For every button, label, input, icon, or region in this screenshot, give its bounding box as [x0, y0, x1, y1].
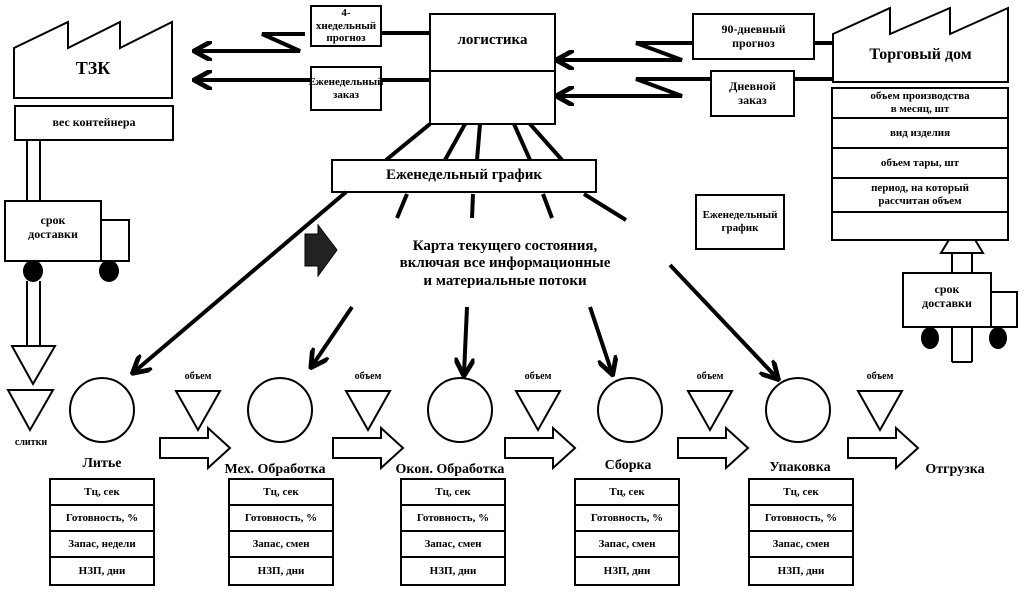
weekly-order-box: Еженедельный заказ [309, 66, 383, 111]
process-metric-row: Готовность, % [576, 506, 678, 532]
process-circle [765, 377, 831, 443]
material-push-arrow [847, 425, 920, 471]
customer-shipment [902, 216, 1018, 363]
process-metric-row: Запас, смен [576, 532, 678, 558]
forecast-4week-flow [196, 31, 430, 51]
process-metric-row: Тц, сек [402, 480, 504, 506]
process-metric-row: НЗП, дни [257, 565, 305, 577]
inventory-label: объем [696, 371, 724, 382]
process-name: Мех. Обработка [224, 462, 326, 477]
supplier-shipment-arrow [10, 345, 57, 387]
schedule-arrow-machining [312, 305, 354, 366]
customer-truck-cab [990, 291, 1018, 328]
weekly-schedule-legend-box: Еженедельный график [695, 194, 785, 250]
customer-truck-wheel [989, 327, 1007, 349]
daily-order-flow [558, 77, 833, 96]
material-push-arrow [677, 425, 750, 471]
process-metric-row: Тц, сек [230, 480, 332, 506]
supplier-name: ТЗК [75, 58, 111, 78]
inventory-triangle [856, 390, 904, 433]
process-metric-row: Готовность, % [750, 506, 852, 532]
customer-truck-wheel [921, 327, 939, 349]
supplier-info-box: вес контейнера [14, 105, 174, 141]
material-push-arrow [332, 425, 405, 471]
process-metric-row: НЗП, дни [78, 565, 126, 577]
material-push-arrow [504, 425, 577, 471]
map-title: Карта текущего состояния, включая все ин… [399, 238, 611, 289]
forecast-90day-flow [558, 41, 833, 60]
inventory-triangle [514, 390, 562, 433]
process-name: Литье [82, 456, 122, 471]
customer-name: Торговый дом [869, 46, 972, 63]
process-metric-row: НЗП, дни [429, 565, 477, 577]
schedule-arrow-finishing [464, 306, 467, 374]
inventory-triangle [344, 390, 392, 433]
push-arrow-icon [304, 223, 338, 278]
schedule-stubs [395, 193, 554, 219]
process-circle [69, 377, 135, 443]
logistics-box [429, 13, 556, 125]
customer-truck-label: срок доставки [922, 282, 972, 310]
process-metric-row: Запас, недели [51, 532, 153, 558]
process-metric-row: Готовность, % [51, 506, 153, 532]
raw-inventory-triangle [6, 389, 55, 433]
process-metric-row: Тц, сек [51, 480, 153, 506]
inventory-label: объем [524, 371, 552, 382]
logistics-label: логистика [457, 32, 528, 48]
schedule-arrows [134, 190, 777, 378]
process-metric-row: Тц, сек [750, 480, 852, 506]
customer-info-row: вид изделия [833, 119, 1007, 149]
process-metric-row: Запас, смен [402, 532, 504, 558]
supplier-factory-icon [13, 20, 173, 99]
weekly-schedule-label: Еженедельный график [385, 167, 543, 183]
inventory-label: объем [866, 371, 894, 382]
schedule-arrow-casting [134, 190, 348, 372]
customer-factory-icon [832, 6, 1009, 83]
inventory-label: объем [354, 371, 382, 382]
process-name: Окон. Обработка [395, 462, 505, 477]
inventory-label: объем [184, 371, 212, 382]
process-circle [427, 377, 493, 443]
inventory-triangle [174, 390, 222, 433]
supplier-truck-cab [100, 219, 130, 262]
forecast-90day-box: 90-дневный прогноз [692, 13, 815, 60]
logistics-to-schedule-links [384, 122, 564, 162]
supplier-truck-label: срок доставки [28, 213, 78, 241]
customer-info-row [833, 213, 1007, 243]
supplier-shipment [4, 141, 130, 387]
schedule-arrow-packing-top [582, 192, 628, 222]
process-metric-row: НЗП, дни [777, 565, 825, 577]
customer-info-row: объем тары, шт [833, 149, 1007, 179]
process-metric-row: Готовность, % [230, 506, 332, 532]
supplier-truck-wheel [99, 260, 119, 282]
process-metric-row: НЗП, дни [603, 565, 651, 577]
process-metric-row: Готовность, % [402, 506, 504, 532]
supplier-truck-wheel [23, 260, 43, 282]
weekly-schedule-box [331, 159, 597, 193]
material-push-arrow [159, 425, 232, 471]
process-metric-row: Запас, смен [750, 532, 852, 558]
shipping-label: Отгрузка [925, 462, 985, 477]
process-name: Упаковка [769, 460, 831, 475]
schedule-arrow-assembly [588, 306, 612, 373]
process-circle [247, 377, 313, 443]
process-circle [597, 377, 663, 443]
process-metric-row: Тц, сек [576, 480, 678, 506]
process-name: Сборка [604, 458, 652, 473]
daily-order-box: Дневной заказ [710, 70, 795, 117]
process-metric-row: Запас, смен [230, 532, 332, 558]
raw-inventory-label: слитки [14, 437, 48, 448]
inventory-triangle [686, 390, 734, 433]
schedule-arrow-packing [668, 263, 777, 378]
forecast-4week-box: 4-хнедельный прогноз [310, 5, 382, 47]
